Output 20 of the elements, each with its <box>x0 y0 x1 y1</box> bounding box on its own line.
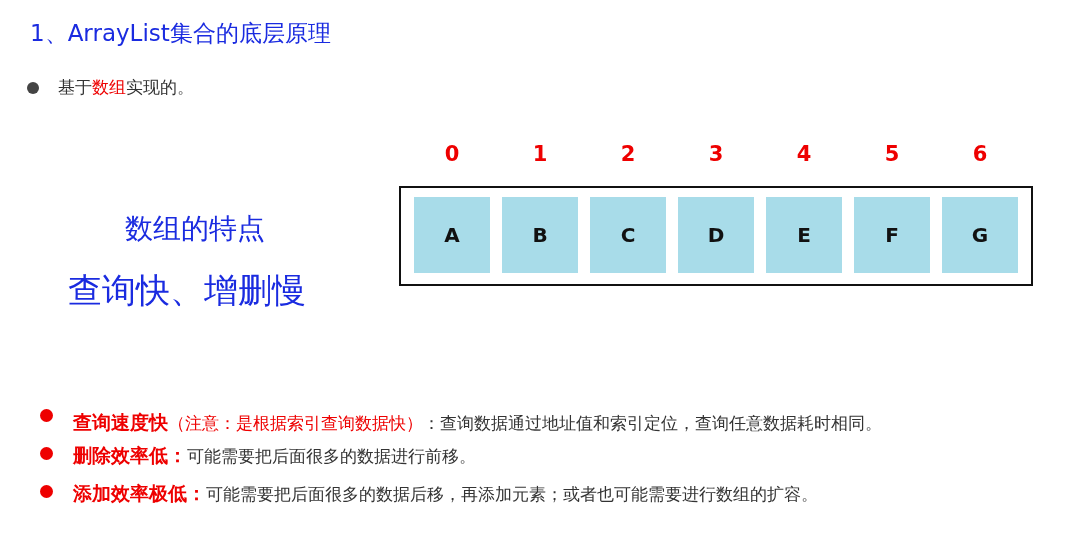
highlighted-text: 数组 <box>92 76 126 99</box>
index-number: 0 <box>443 142 461 166</box>
bold-heading: 删除效率低： <box>73 443 187 468</box>
handwritten-text: 数组的特点 <box>125 211 265 247</box>
index-number: 1 <box>531 142 549 166</box>
description-text: 可能需要把后面很多的数据进行前移。 <box>187 445 476 468</box>
description-text: ：查询数据通过地址值和索引定位，查询任意数据耗时相同。 <box>423 412 882 435</box>
index-number: 4 <box>795 142 813 166</box>
note-text: （注意：是根据索引查询数据快） <box>168 412 423 435</box>
index-number: 5 <box>883 142 901 166</box>
index-number: 3 <box>707 142 725 166</box>
index-number: 2 <box>619 142 637 166</box>
text: 实现的。 <box>126 76 194 99</box>
description-text: 可能需要把后面很多的数据后移，再添加元素；或者也可能需要进行数组的扩容。 <box>206 483 818 506</box>
bold-heading: 查询速度快 <box>73 410 168 435</box>
title-heading: 1、ArrayList集合的底层原理 <box>30 19 331 48</box>
index-number: 6 <box>971 142 989 166</box>
handwritten-text: 查询快、增删慢 <box>68 269 306 312</box>
text: 基于 <box>58 76 92 99</box>
bold-heading: 添加效率极低： <box>73 481 206 506</box>
